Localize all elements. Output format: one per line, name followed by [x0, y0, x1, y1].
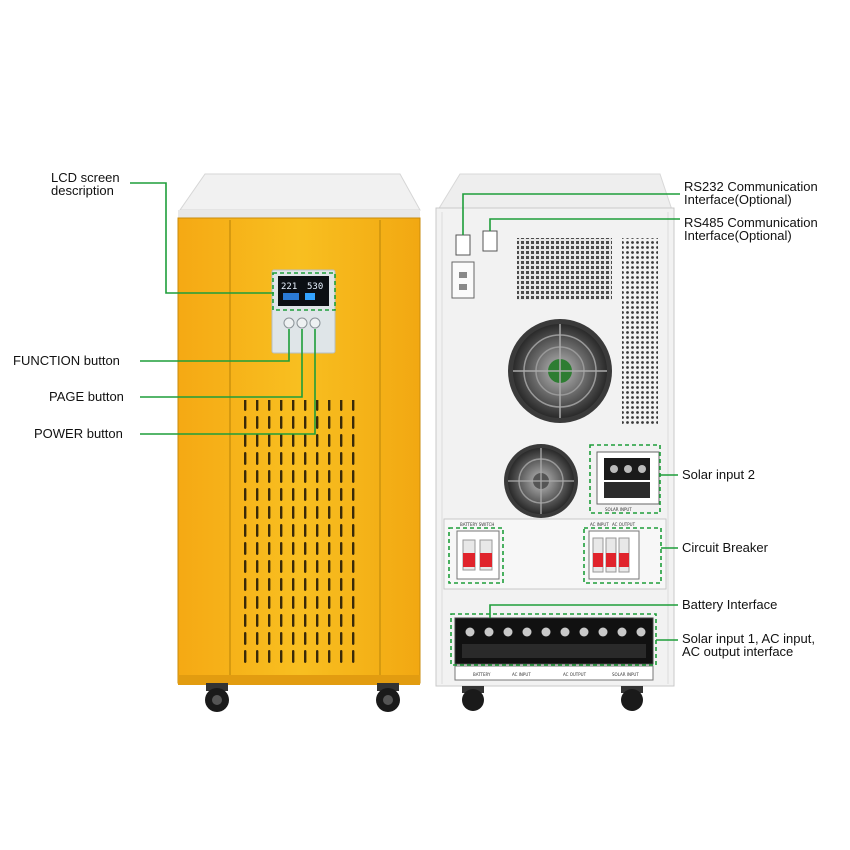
- battery-switch-breaker[interactable]: [456, 530, 500, 580]
- small-cooling-fan: [504, 444, 578, 518]
- rs232-label: RS232 Communication Interface(Optional): [684, 180, 818, 206]
- page-button[interactable]: [296, 317, 308, 329]
- page-button-label: PAGE button: [49, 389, 124, 404]
- breaker-ac-input-text: AC INPUT: [590, 522, 609, 527]
- solar-input-2-tag: SOLAR INPUT: [605, 507, 632, 512]
- back-unit: SOLAR INPUT BATTERY SWITCH AC INPUT AC O…: [435, 173, 675, 711]
- front-top-cover: [179, 173, 421, 211]
- side-vent-grill: [622, 238, 658, 426]
- comm-socket: [451, 261, 475, 299]
- battery-interface-label: Battery Interface: [682, 597, 778, 612]
- lcd-label-line2: description: [51, 183, 114, 198]
- front-right-caster: [376, 683, 400, 712]
- terminal-ac-output-text: AC OUTPUT: [563, 672, 587, 677]
- solar-ac-label-line2: AC output interface: [682, 644, 794, 659]
- solar-ac-label: Solar input 1, AC input, AC output inter…: [682, 632, 815, 658]
- front-left-caster: [205, 683, 229, 712]
- terminal-label-strip: [454, 665, 654, 681]
- function-callout-line: [140, 329, 290, 362]
- large-cooling-fan: [508, 319, 612, 423]
- solar-input-2-box: [589, 444, 661, 514]
- lcd-label: LCD screen description: [51, 171, 120, 197]
- rs485-label: RS485 Communication Interface(Optional): [684, 216, 818, 242]
- rs485-label-line2: Interface(Optional): [684, 228, 792, 243]
- lcd-highlight-box: [272, 272, 336, 311]
- ac-breaker-box: [583, 527, 662, 584]
- ac-circuit-breakers[interactable]: [588, 530, 640, 580]
- rs232-label-line2: Interface(Optional): [684, 192, 792, 207]
- terminal-ac-input-text: AC INPUT: [512, 672, 531, 677]
- front-vent-slots: [240, 400, 360, 666]
- rs485-port: [482, 230, 498, 252]
- rs485-callout-line: [489, 218, 680, 231]
- front-base: [178, 675, 420, 685]
- function-button[interactable]: [283, 317, 295, 329]
- back-left-caster: [462, 686, 484, 711]
- lcd-battery-icon: [283, 293, 299, 300]
- rs485-label-line1: RS485 Communication: [684, 215, 818, 230]
- callout-lines: [130, 182, 680, 666]
- back-right-caster: [621, 686, 643, 711]
- rs232-label-line1: RS232 Communication: [684, 179, 818, 194]
- circuit-breaker-label: Circuit Breaker: [682, 540, 768, 555]
- battery-breaker-box: [448, 527, 504, 584]
- solar-input-2-label: Solar input 2: [682, 467, 755, 482]
- top-vent-mesh: [517, 238, 612, 300]
- front-unit: 221 530: [177, 173, 421, 712]
- battery-switch-text: BATTERY SWITCH: [460, 522, 494, 527]
- terminal-solar-input-text: SOLAR INPUT: [612, 672, 639, 677]
- solar-ac-label-line1: Solar input 1, AC input,: [682, 631, 815, 646]
- lcd-load-icon: [305, 293, 315, 300]
- page-callout-line: [140, 329, 303, 398]
- rs232-callout-line: [462, 193, 680, 235]
- terminal-battery-text: BATTERY: [473, 672, 491, 677]
- solar-input-2-terminal: SOLAR INPUT: [596, 451, 660, 512]
- terminal-highlight-box: [450, 613, 657, 666]
- function-button-label: FUNCTION button: [13, 353, 120, 368]
- power-button-label: POWER button: [34, 426, 123, 441]
- lcd-screen: [278, 276, 329, 306]
- back-top-cover: [437, 173, 673, 211]
- lcd-label-line1: LCD screen: [51, 170, 120, 185]
- lcd-right-readout: 530: [307, 282, 323, 292]
- lcd-left-readout: 221: [281, 282, 297, 292]
- lcd-callout-line: [130, 182, 274, 294]
- power-button[interactable]: [309, 317, 321, 329]
- breaker-ac-output-text: AC OUTPUT: [612, 522, 636, 527]
- rs232-port: [455, 234, 471, 256]
- power-callout-line: [140, 329, 316, 435]
- main-terminal-block: [454, 617, 654, 665]
